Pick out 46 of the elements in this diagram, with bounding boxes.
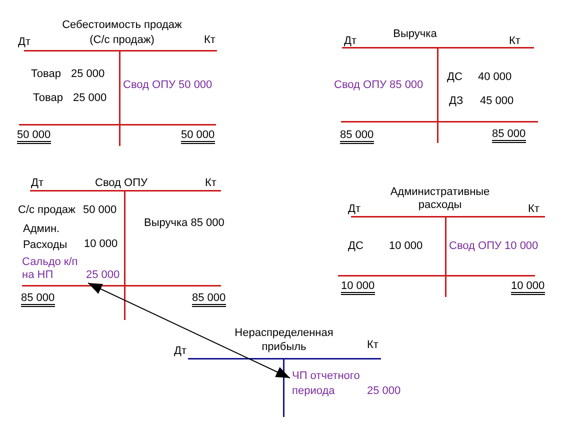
total-amount: 10 000: [511, 280, 545, 295]
entry-amount: 10 000: [389, 240, 423, 252]
total-amount: 85 000: [21, 292, 55, 307]
total-amount: 50 000: [17, 129, 51, 144]
credit-label: Кт: [205, 176, 216, 190]
entry-amount: 25 000: [86, 268, 120, 282]
entry-label: ДС: [447, 70, 462, 84]
entry-label: ДЗ: [449, 94, 464, 108]
total-amount: 85 000: [340, 129, 374, 144]
total-amount: 50 000: [181, 129, 215, 144]
entry-text: Выручка 85 000: [144, 216, 224, 230]
entry-label: С/с продаж: [18, 204, 76, 216]
debit-label: Дт: [18, 36, 30, 48]
account-title: Себестоимость продаж (С/с продаж): [61, 18, 183, 48]
entry-label: Сальдо к/п на НП: [22, 256, 79, 282]
debit-label: Дт: [174, 344, 186, 358]
debit-label: Дт: [31, 176, 44, 190]
entry-amount: 25 000: [71, 68, 105, 80]
entry-text: Свод ОПУ 10 000: [449, 240, 538, 252]
debit-label: Дт: [348, 202, 360, 216]
credit-label: Кт: [367, 338, 378, 352]
entry-amount: 25 000: [367, 384, 401, 398]
entry-label: Товар: [33, 92, 63, 104]
entry-label: Админ. Расходы: [23, 222, 68, 252]
entry-label: ЧП отчетного периода: [292, 368, 361, 398]
credit-label: Кт: [509, 34, 520, 48]
total-amount: 85 000: [192, 292, 226, 307]
double-arrow: [88, 282, 290, 378]
entry-amount: 10 000: [84, 238, 118, 250]
total-amount: 85 000: [492, 128, 526, 143]
credit-label: Кт: [528, 202, 540, 216]
total-amount: 10 000: [341, 280, 375, 295]
entry-text: Свод ОПУ 50 000: [123, 78, 212, 92]
credit-label: Кт: [204, 34, 216, 46]
entry-amount: 50 000: [83, 204, 117, 216]
entry-label: ДС: [348, 240, 364, 252]
account-title: Выручка: [392, 28, 438, 40]
entry-amount: 25 000: [73, 92, 107, 104]
debit-label: Дт: [344, 34, 356, 48]
account-title: Свод ОПУ: [95, 176, 148, 190]
account-title: Нераспределенная прибыль: [234, 326, 334, 354]
account-title: Административные расходы: [389, 186, 491, 212]
entry-text: Свод ОПУ 85 000: [334, 78, 424, 92]
entry-label: Товар: [31, 68, 61, 80]
entry-amount: 40 000: [478, 70, 512, 84]
entry-amount: 45 000: [480, 94, 514, 108]
